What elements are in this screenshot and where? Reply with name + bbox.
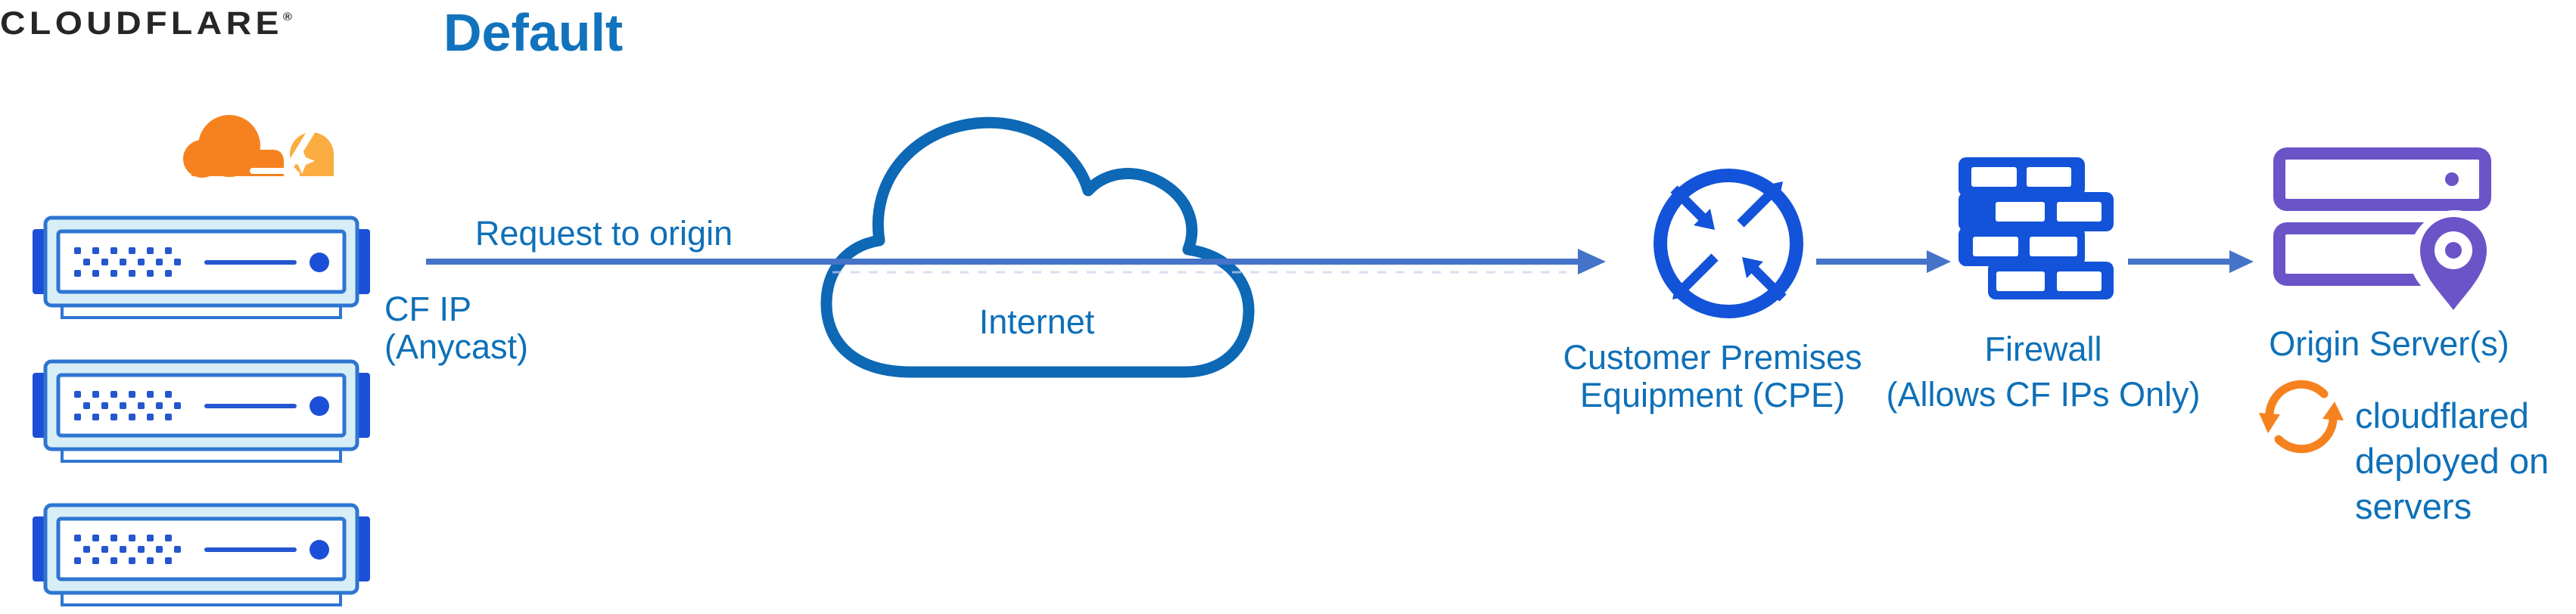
cpe-label-line1: Customer Premises	[1563, 338, 1862, 377]
cloudflared-note-line3: servers	[2355, 486, 2472, 526]
cf-ip-anycast-label: CF IP(Anycast)	[384, 290, 528, 366]
cf-ip-line2: (Anycast)	[384, 327, 529, 366]
server-rack-icon	[33, 218, 370, 318]
internet-cloud-icon	[820, 116, 1255, 378]
page-title: Default	[443, 3, 624, 62]
cloudflare-wordmark: CLOUDFLARE®	[0, 0, 2576, 41]
location-pin-icon	[2420, 217, 2487, 310]
cloudflared-note: cloudflared deployed on servers	[2355, 393, 2549, 529]
registered-trademark-symbol: ®	[282, 11, 292, 23]
internet-label: Internet	[978, 302, 1095, 341]
origin-servers-label: Origin Server(s)	[2269, 324, 2509, 363]
server-rack-icon	[33, 505, 370, 605]
firewall-label-line1: Firewall	[1984, 330, 2102, 368]
cloudflared-note-line2: deployed on	[2355, 441, 2550, 481]
router-cpe-icon	[1654, 169, 1803, 318]
cloudflared-note-line1: cloudflared	[2355, 395, 2529, 436]
flow-arrow-icon	[2128, 250, 2254, 273]
cloudflare-logo-cloud-icon	[183, 115, 334, 182]
server-rack-icon	[33, 361, 370, 461]
firewall-label: Firewall (Allows CF IPs Only)	[1854, 327, 2232, 417]
cloudflare-wordmark-text: CLOUDFLARE	[0, 5, 283, 42]
sync-refresh-icon	[2259, 380, 2344, 454]
cpe-label-line2: Equipment (CPE)	[1579, 376, 1846, 414]
firewall-bricks-icon	[1958, 157, 2114, 299]
origin-servers-icon	[2273, 147, 2500, 310]
flow-arrow-icon	[426, 249, 1606, 274]
firewall-label-line2: (Allows CF IPs Only)	[1886, 375, 2201, 414]
cf-ip-line1: CF IP	[384, 290, 472, 328]
flow-arrow-icon	[1816, 250, 1951, 273]
request-to-origin-label: Request to origin	[474, 214, 733, 253]
